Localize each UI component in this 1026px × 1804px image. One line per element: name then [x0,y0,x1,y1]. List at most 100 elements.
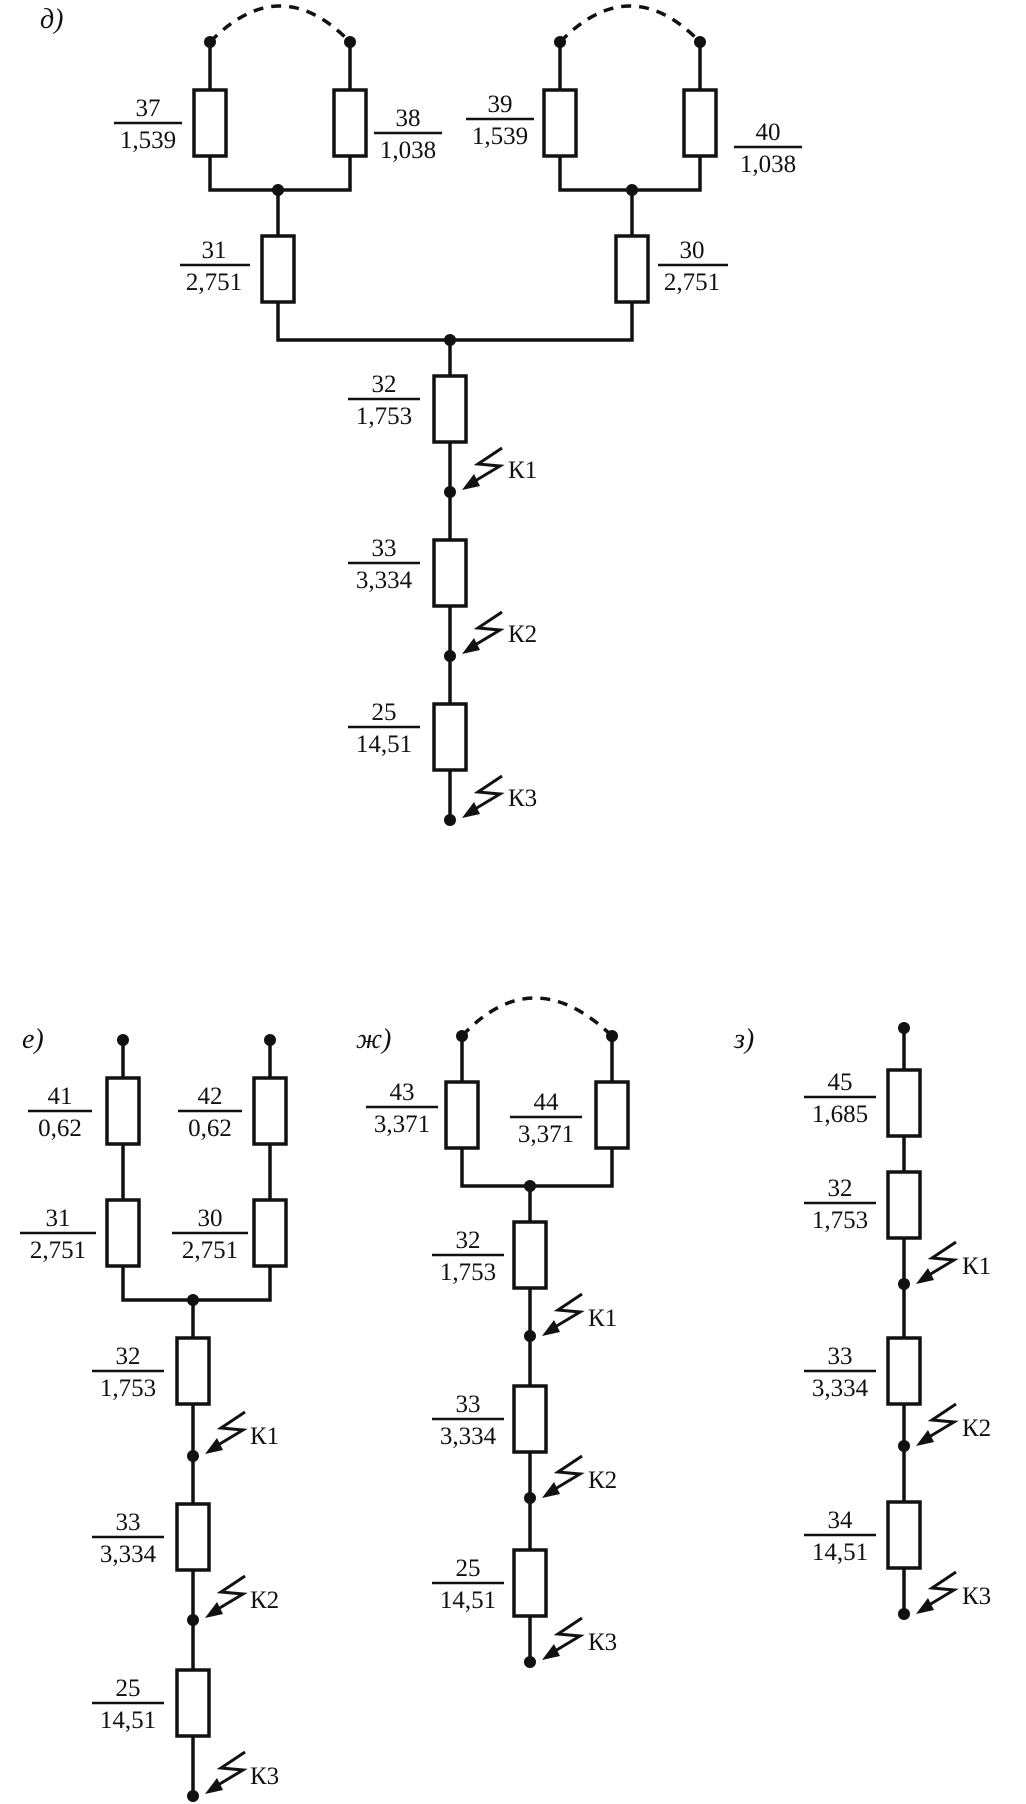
node [344,36,356,48]
panel-e: е) 41 0,62 42 0,62 31 2,7 [20,1024,288,1802]
label-den: 1,753 [812,1207,868,1234]
panel-zh: ж) 43 3,371 44 3,371 32 1,75 [356,996,630,1668]
node [444,650,456,662]
label-num: 44 [534,1089,560,1116]
label-den: 0,62 [188,1115,232,1142]
node [694,36,706,48]
label-num: 34 [828,1507,854,1534]
fault-k3-d: К3 [462,774,537,818]
label-den: 3,334 [356,567,413,594]
arrowhead-icon [205,1438,223,1454]
lightning-arrow-icon [549,1454,585,1494]
label-34: 34 14,51 [804,1507,876,1566]
wire-middle-bridge [276,188,634,342]
fault-k1-zh: К1 [542,1292,617,1336]
fault-k2-e: К2 [205,1574,279,1618]
node [524,1180,536,1192]
label-den: 1,539 [120,127,176,154]
resistor-32 [175,1336,211,1406]
fault-k3-zh: К3 [542,1616,617,1660]
label-num: 33 [828,1343,853,1370]
node [898,1278,910,1290]
lightning-arrow-icon [923,1570,959,1610]
label-num: 33 [456,1391,481,1418]
fault-label: К2 [588,1467,617,1494]
label-num: 39 [488,91,513,118]
node [626,184,638,196]
fault-label: К3 [508,785,537,812]
resistor-33 [512,1384,548,1454]
node [898,1440,910,1452]
label-39: 39 1,539 [466,91,534,150]
node [187,1450,199,1462]
label-40: 40 1,038 [734,119,802,178]
arrowhead-icon [916,1430,934,1446]
lightning-arrow-icon [549,1616,585,1656]
panel-label-d: д) [40,4,64,35]
label-den: 14,51 [440,1587,496,1614]
node [898,1022,910,1034]
label-den: 1,038 [380,137,436,164]
node [264,1034,276,1046]
node [272,184,284,196]
label-den: 1,685 [812,1101,868,1128]
label-num: 25 [456,1555,481,1582]
panel-label-zh: ж) [356,1024,391,1055]
label-num: 38 [396,105,421,132]
resistor-30 [614,234,650,304]
label-32: 32 1,753 [804,1175,876,1234]
fault-k1-z: К1 [916,1240,991,1284]
label-num: 33 [372,535,397,562]
lightning-arrow-icon [923,1240,959,1280]
label-num: 25 [116,1675,141,1702]
label-den: 2,751 [30,1237,86,1264]
resistor-32 [886,1170,922,1240]
label-den: 14,51 [356,731,412,758]
fault-k2-z: К2 [916,1402,991,1446]
label-den: 14,51 [812,1539,868,1566]
resistor-44 [594,1080,630,1150]
fault-k1-e: К1 [205,1410,279,1454]
lightning-arrow-icon [923,1402,959,1442]
label-43: 43 3,371 [366,1079,438,1138]
resistor-32 [432,374,468,444]
node [444,334,456,346]
resistor-30 [252,1198,288,1268]
label-num: 33 [116,1509,141,1536]
label-31: 31 2,751 [180,237,250,296]
label-33: 33 3,334 [804,1343,876,1402]
lightning-arrow-icon [549,1292,585,1332]
lightning-arrow-icon [469,774,505,814]
fault-label: К2 [250,1587,279,1614]
label-den: 1,753 [440,1259,496,1286]
arrowhead-icon [462,474,480,490]
label-den: 2,751 [664,269,720,296]
panel-d: д) 37 [40,4,802,826]
resistor-40 [682,88,718,158]
label-num: 37 [136,95,161,122]
label-den: 1,038 [740,151,796,178]
label-den: 14,51 [100,1707,156,1734]
resistor-37 [192,88,228,158]
label-32: 32 1,753 [348,371,420,430]
label-den: 3,334 [100,1541,157,1568]
node [117,1034,129,1046]
node [444,486,456,498]
resistor-41 [105,1076,141,1146]
label-num: 32 [116,1343,141,1370]
node [187,1790,199,1802]
node [187,1614,199,1626]
resistor-33 [886,1336,922,1406]
label-num: 30 [680,237,705,264]
label-30: 30 2,751 [658,237,728,296]
fault-label: К1 [962,1253,991,1280]
resistor-39 [542,88,578,158]
label-den: 1,753 [100,1375,156,1402]
label-den: 0,62 [38,1115,82,1142]
node [204,36,216,48]
label-num: 40 [756,119,781,146]
label-den: 2,751 [186,269,242,296]
fault-label: К1 [588,1305,617,1332]
resistor-33 [432,538,468,608]
